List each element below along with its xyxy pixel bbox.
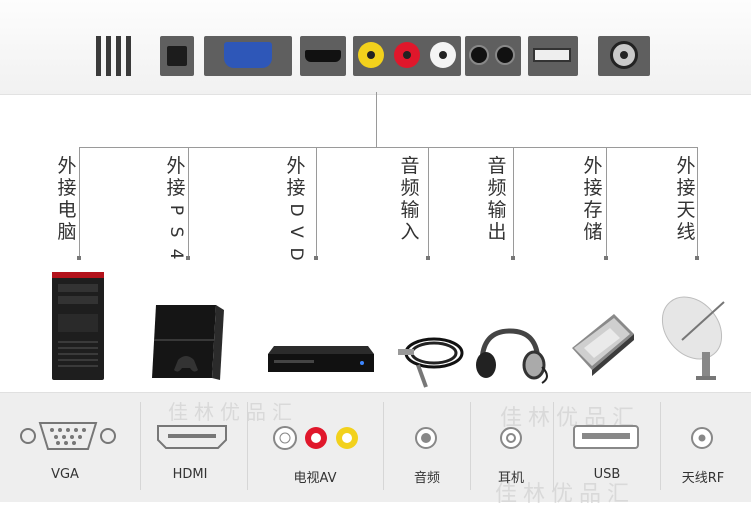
line-end-dot — [314, 256, 318, 260]
av-port-icon — [273, 426, 358, 450]
device-label-antenna: 外接天线 — [676, 155, 696, 243]
game-console-icon — [152, 305, 224, 380]
drop-line — [513, 147, 514, 257]
satellite-dish-icon — [661, 296, 725, 380]
dc-power-port-icon — [160, 36, 194, 76]
line-end-dot — [186, 256, 190, 260]
port-label-vga: VGA — [51, 467, 79, 482]
audio-cable-icon — [398, 337, 464, 388]
headphones-icon — [476, 328, 548, 384]
device-label-storage: 外接存储 — [583, 155, 603, 243]
device-label-audio-in: 音频输入 — [400, 155, 420, 243]
divider — [383, 402, 384, 490]
divider — [140, 402, 141, 490]
line-end-dot — [695, 256, 699, 260]
trunk-line — [376, 92, 377, 148]
divider — [470, 402, 471, 490]
audio-port-icon — [415, 427, 437, 449]
line-end-dot — [426, 256, 430, 260]
rf-port-icon — [691, 427, 713, 449]
port-label-headphone: 耳机 — [497, 471, 524, 486]
divider — [247, 402, 248, 490]
branch-line — [79, 147, 697, 148]
pc-tower-icon — [52, 272, 104, 380]
drop-line — [697, 147, 698, 257]
hard-drive-icon — [572, 314, 634, 376]
drop-line — [606, 147, 607, 257]
usb-port-icon — [573, 425, 639, 449]
hdmi-port-panel-icon — [300, 36, 346, 76]
port-label-av: 电视AV — [293, 471, 337, 486]
watermark-middle: 佳林优品汇 — [168, 400, 298, 424]
rear-port-panel — [0, 0, 751, 95]
divider — [553, 402, 554, 490]
drop-line — [428, 147, 429, 257]
port-label-audio: 音频 — [413, 471, 440, 486]
divider — [660, 402, 661, 490]
vent-icon — [96, 36, 136, 76]
port-label-usb: USB — [593, 467, 621, 482]
av-port-panel-icon — [353, 36, 461, 76]
line-end-dot — [511, 256, 515, 260]
drop-line — [188, 147, 189, 257]
port-label-rf: 天线RF — [681, 471, 725, 486]
line-end-dot — [604, 256, 608, 260]
line-end-dot — [77, 256, 81, 260]
port-label-hdmi: HDMI — [172, 467, 208, 482]
vga-port-panel-icon — [204, 36, 292, 76]
device-label-pc: 外接电脑 — [57, 155, 77, 243]
drop-line — [79, 147, 80, 257]
device-label-audio-out: 音频输出 — [487, 155, 507, 243]
hdmi-port-icon — [157, 425, 227, 449]
drop-line — [316, 147, 317, 257]
usb-port-panel-icon — [528, 36, 578, 76]
headphone-port-icon — [500, 427, 522, 449]
dvd-player-icon — [268, 346, 374, 372]
vga-port-icon — [20, 422, 116, 450]
rf-port-panel-icon — [598, 36, 650, 76]
audio-jack-panel-icon — [465, 36, 521, 76]
